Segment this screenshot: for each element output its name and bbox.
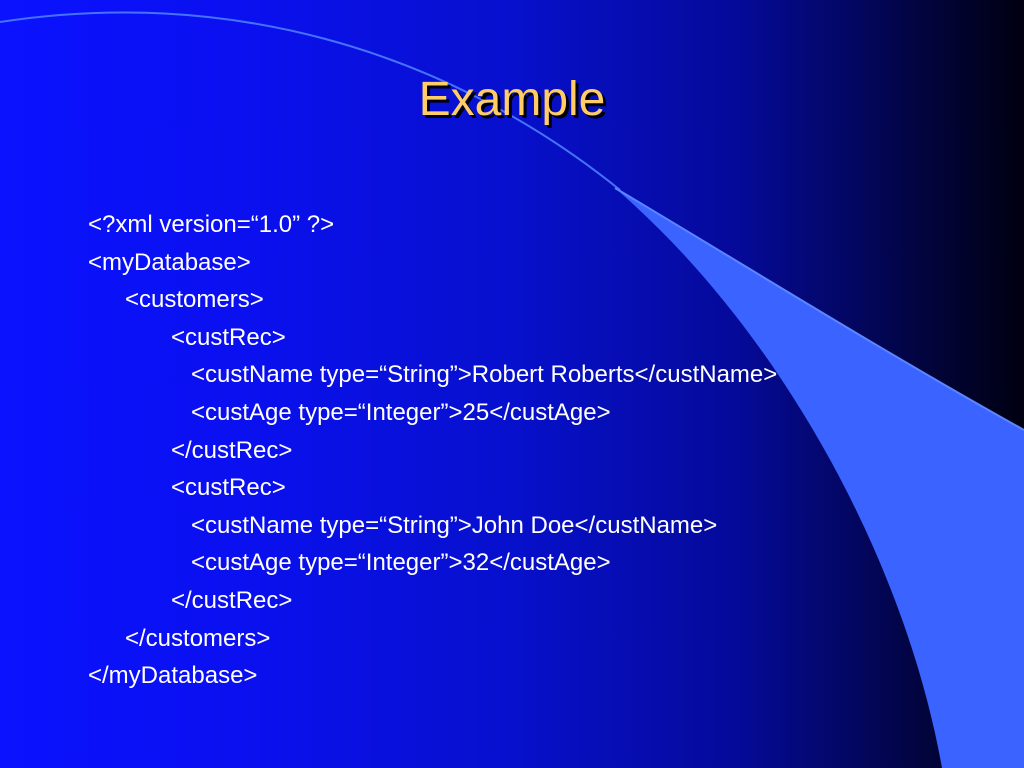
code-line-custage: <custAge type=“Integer”>25</custAge> [191,398,611,426]
code-line-custrec-open: <custRec> [171,474,286,502]
code-line-custage: <custAge type=“Integer”>32</custAge> [191,549,611,577]
xml-code-block: <?xml version=“1.0” ?> <myDatabase> <cus… [88,206,777,695]
swoosh-band [615,188,1024,768]
code-line-customers-open: <customers> [125,286,264,314]
code-line-custname: <custName type=“String”>Robert Roberts</… [191,361,778,389]
code-line-mydatabase-open: <myDatabase> [88,248,251,276]
code-line-custname: <custName type=“String”>John Doe</custNa… [191,511,718,539]
code-line-custrec-close: </custRec> [171,436,293,464]
slide-title: Example [418,73,606,126]
code-line-xml-declaration: <?xml version=“1.0” ?> [88,211,335,238]
code-line-customers-close: </customers> [125,624,271,652]
code-line-mydatabase-close: </myDatabase> [88,662,258,690]
swoosh-band-edge [614,187,1024,431]
code-line-custrec-open: <custRec> [171,323,286,351]
swoosh-thin-curve [0,11,621,191]
code-line-custrec-close: </custRec> [171,586,293,614]
